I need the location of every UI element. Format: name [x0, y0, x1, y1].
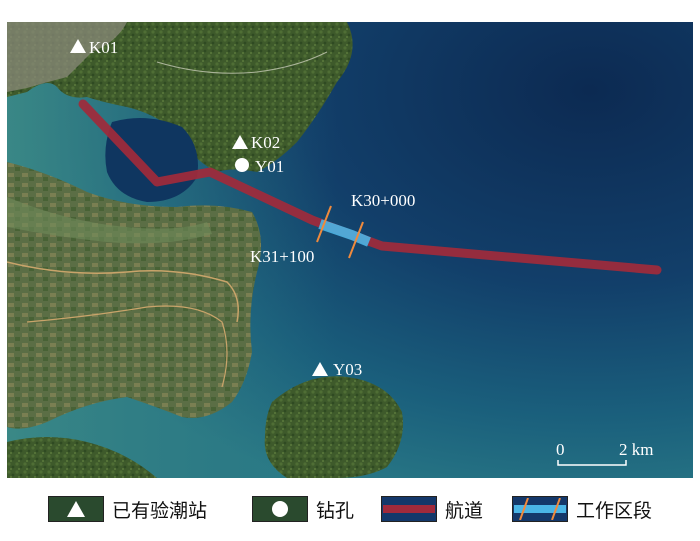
scale-bar: [557, 460, 627, 466]
chainage-label-k30: K30+000: [351, 191, 415, 210]
station-k01-label: K01: [89, 38, 118, 57]
chainage-label-k31: K31+100: [250, 247, 314, 266]
work-section-icon: [512, 496, 568, 522]
scale-label-start: 0: [556, 440, 565, 459]
legend-item-borehole: 钻孔: [252, 494, 354, 524]
legend: 已有验潮站 钻孔 航道 工作区段: [0, 486, 700, 536]
circle-icon: [252, 496, 308, 522]
station-k01-triangle-icon: [70, 39, 86, 53]
satellite-map: K01 K02 Y01 Y03 K30+000 K31+100 0 2 km: [7, 22, 693, 478]
station-k02-triangle-icon: [232, 135, 248, 149]
legend-label-tide-station: 已有验潮站: [112, 499, 208, 522]
inner-bay: [105, 118, 198, 202]
chainage-tick-k31: [316, 205, 332, 243]
road: [7, 261, 239, 323]
south-island: [264, 376, 403, 478]
station-y03-triangle-icon: [312, 362, 328, 376]
legend-item-channel: 航道: [381, 494, 483, 524]
borehole-y01-label: Y01: [255, 157, 284, 176]
borehole-y01-circle-icon: [235, 158, 249, 172]
town-area: [7, 22, 127, 92]
scale-label-end: 2 km: [619, 440, 653, 459]
road-3: [156, 51, 328, 74]
road-2: [26, 305, 228, 388]
legend-label-work-section: 工作区段: [576, 499, 653, 522]
legend-item-tide-station: 已有验潮站: [48, 494, 207, 524]
north-land: [7, 22, 353, 172]
legend-item-work-section: 工作区段: [512, 494, 652, 524]
legend-label-borehole: 钻孔: [316, 499, 355, 522]
triangle-icon: [48, 496, 104, 522]
station-k02-label: K02: [251, 133, 280, 152]
work-section: [318, 219, 371, 247]
chainage-tick-k30: [348, 221, 364, 259]
coastal-strip: [7, 197, 212, 244]
station-y03-label: Y03: [333, 360, 362, 379]
channel-line-icon: [381, 496, 437, 522]
channel-line: [78, 99, 662, 275]
legend-label-channel: 航道: [445, 499, 484, 522]
southwest-land: [7, 437, 157, 478]
